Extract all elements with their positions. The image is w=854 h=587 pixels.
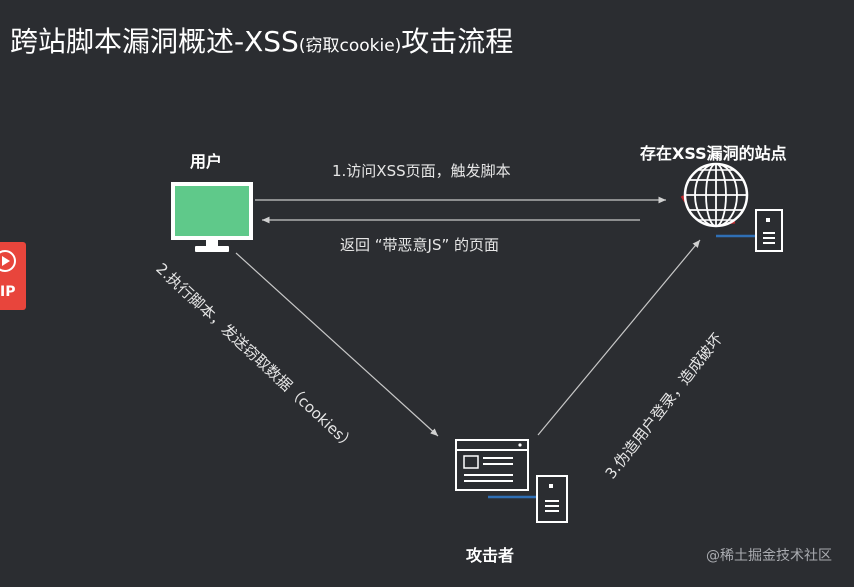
node-label-site: 存在XSS漏洞的站点 bbox=[640, 144, 787, 163]
edge-forge-arrow bbox=[537, 239, 701, 436]
title-sub: (窃取cookie) bbox=[298, 36, 402, 56]
play-icon bbox=[2, 256, 10, 266]
node-label-user: 用户 bbox=[190, 152, 223, 171]
server-icon bbox=[716, 209, 783, 252]
browser-window-icon bbox=[455, 439, 529, 491]
watermark: @稀土掘金技术社区 bbox=[706, 548, 832, 564]
vip-badge[interactable]: IP bbox=[0, 242, 26, 310]
play-circle-icon bbox=[0, 250, 16, 272]
edge-label-visit: 1.访问XSS页面，触发脚本 bbox=[332, 162, 511, 180]
title-main: 跨站脚本漏洞概述-XSS bbox=[10, 25, 299, 58]
edge-label-return: 返回 “带恶意JS” 的页面 bbox=[340, 236, 500, 254]
edge-exec-arrow bbox=[235, 252, 439, 437]
server-icon bbox=[488, 475, 568, 523]
monitor-icon bbox=[171, 182, 253, 252]
vip-badge-text: IP bbox=[0, 284, 16, 300]
title-tail: 攻击流程 bbox=[401, 25, 514, 58]
globe-icon bbox=[680, 162, 749, 228]
page-title: 跨站脚本漏洞概述-XSS(窃取cookie)攻击流程 bbox=[10, 20, 513, 60]
node-label-attacker: 攻击者 bbox=[466, 546, 515, 565]
